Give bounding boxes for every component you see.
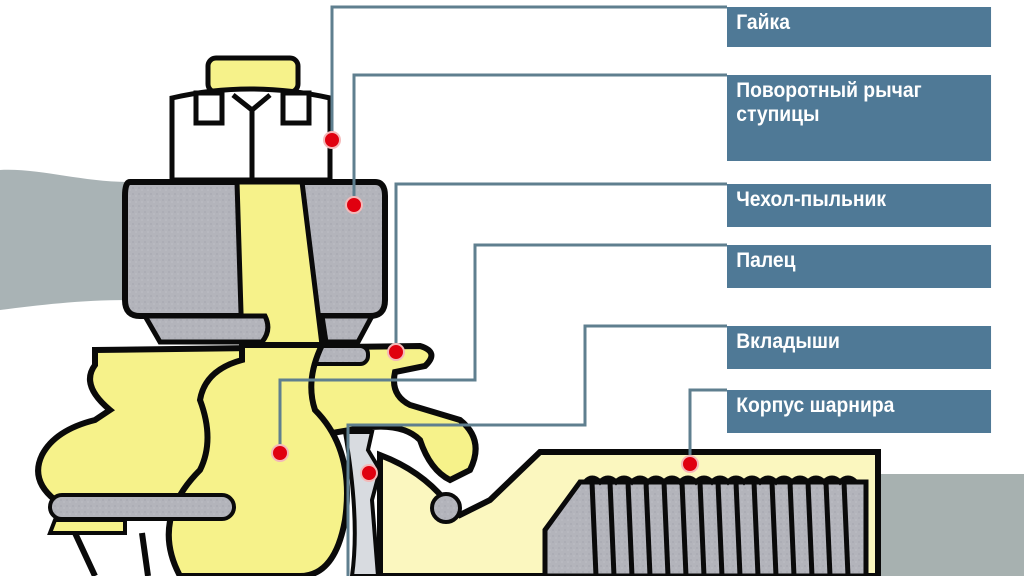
marker-dust-boot xyxy=(387,343,405,361)
threaded-rod xyxy=(542,479,869,576)
marker-liners xyxy=(360,464,378,482)
leader-line-ball-pin xyxy=(278,243,727,453)
label-dust-boot-text: Чехол-пыльник xyxy=(736,188,887,211)
label-nut: Гайка xyxy=(727,7,992,47)
label-steering-arm-text: Поворотный рычаг ступицы xyxy=(736,79,922,126)
leader-line-dust-boot xyxy=(394,182,727,352)
callout-markers xyxy=(271,131,699,482)
label-nut-text: Гайка xyxy=(736,11,790,34)
label-joint-housing-text: Корпус шарнира xyxy=(736,394,895,417)
steering-arm-left-shape xyxy=(0,169,130,310)
marker-housing xyxy=(681,455,699,473)
label-ball-pin-text: Палец xyxy=(736,249,796,272)
label-ball-pin: Палец xyxy=(727,245,992,288)
marker-nut xyxy=(323,131,341,149)
label-joint-housing: Корпус шарнира xyxy=(727,390,992,433)
leader-line-nut xyxy=(330,5,727,140)
marker-steering-arm xyxy=(345,196,363,214)
liner-shape xyxy=(342,430,383,576)
leader-line-steering-arm xyxy=(352,73,727,205)
leader-line-housing xyxy=(688,388,727,464)
label-liners: Вкладыши xyxy=(727,326,992,369)
tie-rod-right xyxy=(878,474,1024,576)
label-dust-boot: Чехол-пыльник xyxy=(727,184,992,227)
marker-ball-pin xyxy=(271,444,289,462)
label-liners-text: Вкладыши xyxy=(736,330,840,353)
label-steering-arm: Поворотный рычаг ступицы xyxy=(727,75,992,161)
leader-lines xyxy=(278,5,727,576)
leader-line-liners xyxy=(346,324,727,576)
